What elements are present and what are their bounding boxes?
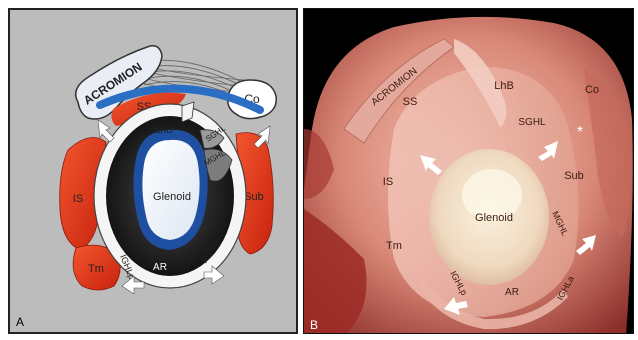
photo-label-glenoid: Glenoid (475, 212, 513, 224)
glenoid-surface (142, 140, 199, 240)
panel-a-schematic: ACROMION Co SS IS Tm Sub (8, 8, 298, 334)
panel-b-photograph: ACROMION LhB Co SS SGHL * IS Sub Glenoid… (303, 8, 634, 334)
photo-label-lhb: LhB (494, 80, 514, 92)
photo-label-ss: SS (403, 96, 418, 108)
label-sub: Sub (244, 191, 264, 203)
photo-label-asterisk: * (577, 124, 583, 141)
schematic-svg: ACROMION Co SS IS Tm Sub (10, 10, 296, 332)
label-glenoid: Glenoid (153, 191, 191, 203)
photo-svg: ACROMION LhB Co SS SGHL * IS Sub Glenoid… (304, 9, 634, 334)
panel-letter-a: A (16, 315, 24, 329)
panel-letter-b: B (310, 318, 318, 332)
photo-label-sghl: SGHL (518, 117, 546, 128)
photo-label-is: IS (383, 176, 393, 188)
photo-label-co: Co (585, 84, 599, 96)
label-is: IS (73, 193, 83, 205)
photo-label-tm: Tm (386, 240, 402, 252)
photo-label-ar: AR (505, 287, 519, 298)
label-tm: Tm (88, 263, 104, 275)
label-ar: AR (153, 262, 167, 273)
photo-label-sub: Sub (564, 170, 584, 182)
label-lhb: LhB (155, 125, 173, 136)
